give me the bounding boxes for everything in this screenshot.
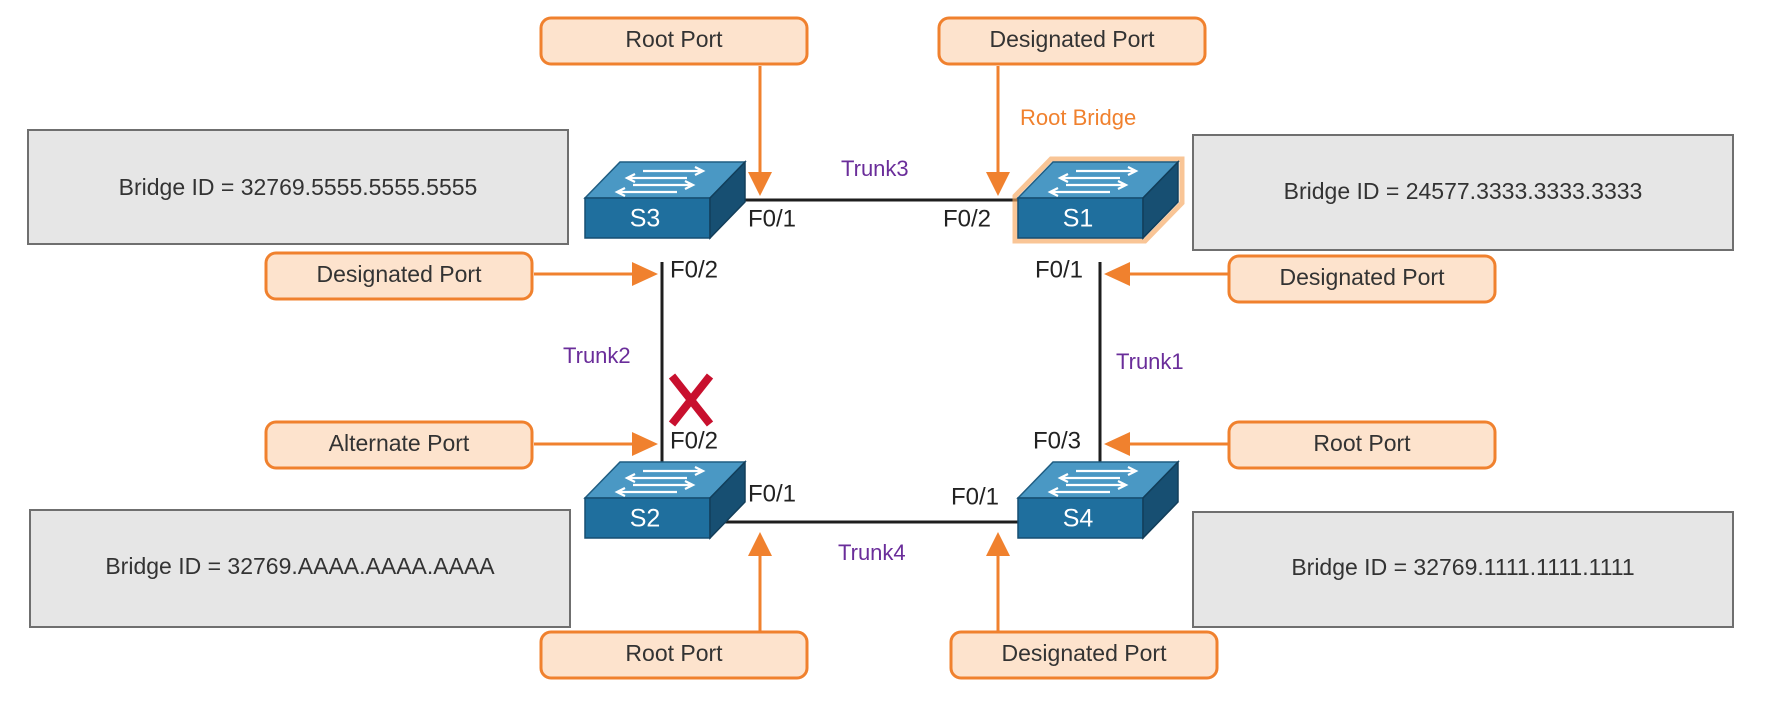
callout-mid-right-upper-label: Designated Port: [1280, 264, 1446, 290]
port-s3-f02: F0/2: [670, 256, 718, 283]
arrow-bottom-right: [986, 532, 1010, 632]
callout-bottom-right-label: Designated Port: [1002, 640, 1168, 666]
callout-bottom-right: Designated Port: [949, 630, 1219, 680]
bridge-id-s1: Bridge ID = 24577.3333.3333.3333: [1284, 178, 1643, 204]
switch-s2: S2: [583, 460, 747, 540]
callout-bottom-left-label: Root Port: [625, 640, 723, 666]
switch-s3-label: S3: [630, 205, 661, 233]
switch-s1-label: S1: [1063, 205, 1094, 233]
bridge-id-box-s4: Bridge ID = 32769.1111.1111.1111: [1192, 511, 1734, 628]
trunk2-label: Trunk2: [563, 343, 631, 368]
port-s4-f01: F0/1: [951, 483, 999, 510]
trunk4-label: Trunk4: [838, 540, 906, 565]
arrow-bottom-left: [748, 532, 772, 632]
callout-mid-right-lower: Root Port: [1227, 420, 1497, 470]
bridge-id-box-s2: Bridge ID = 32769.AAAA.AAAA.AAAA: [29, 509, 571, 628]
root-bridge-label: Root Bridge: [1020, 105, 1136, 130]
bridge-id-box-s3: Bridge ID = 32769.5555.5555.5555: [27, 129, 569, 245]
trunk3-label: Trunk3: [841, 156, 909, 181]
callout-top-right-label: Designated Port: [990, 26, 1156, 52]
arrow-top-left: [748, 66, 772, 196]
switch-arrows-icon: [1047, 466, 1139, 497]
switch-s4-label: S4: [1063, 505, 1094, 533]
arrow-mid-right-upper: [1104, 262, 1228, 286]
port-s4-f03: F0/3: [1033, 427, 1081, 454]
port-s2-f02: F0/2: [670, 427, 718, 454]
callout-mid-left-upper-label: Designated Port: [317, 261, 483, 287]
switch-arrows-icon: [614, 466, 706, 497]
port-s1-f02: F0/2: [943, 205, 991, 232]
bridge-id-s2: Bridge ID = 32769.AAAA.AAAA.AAAA: [105, 553, 495, 579]
switch-arrows-icon: [614, 166, 706, 197]
callout-mid-left-upper: Designated Port: [264, 251, 534, 301]
switch-s1: S1: [1012, 156, 1185, 244]
callout-top-left-label: Root Port: [625, 26, 723, 52]
arrow-mid-left-upper: [534, 262, 658, 286]
callout-mid-right-lower-label: Root Port: [1313, 430, 1411, 456]
callout-bottom-left: Root Port: [539, 630, 809, 680]
trunk1-label: Trunk1: [1116, 349, 1184, 374]
arrow-mid-left-lower: [534, 432, 658, 456]
arrow-top-right: [986, 66, 1010, 196]
port-s3-f01: F0/1: [748, 205, 796, 232]
bridge-id-box-s1: Bridge ID = 24577.3333.3333.3333: [1192, 134, 1734, 251]
callout-mid-left-lower-label: Alternate Port: [329, 430, 470, 456]
bridge-id-s3: Bridge ID = 32769.5555.5555.5555: [119, 174, 478, 200]
switch-s4: S4: [1016, 460, 1180, 540]
port-s2-f01: F0/1: [748, 480, 796, 507]
callout-mid-left-lower: Alternate Port: [264, 420, 534, 470]
switch-arrows-icon: [1047, 166, 1139, 197]
callout-top-right: Designated Port: [937, 16, 1207, 66]
callout-mid-right-upper: Designated Port: [1227, 254, 1497, 304]
switch-s2-label: S2: [630, 505, 661, 533]
blocked-port-x-icon: X: [668, 373, 714, 427]
arrow-mid-right-lower: [1104, 432, 1228, 456]
switch-s3: S3: [583, 160, 747, 240]
bridge-id-s4: Bridge ID = 32769.1111.1111.1111: [1291, 554, 1634, 580]
callout-top-left: Root Port: [539, 16, 809, 66]
port-s1-f01: F0/1: [1035, 256, 1083, 283]
